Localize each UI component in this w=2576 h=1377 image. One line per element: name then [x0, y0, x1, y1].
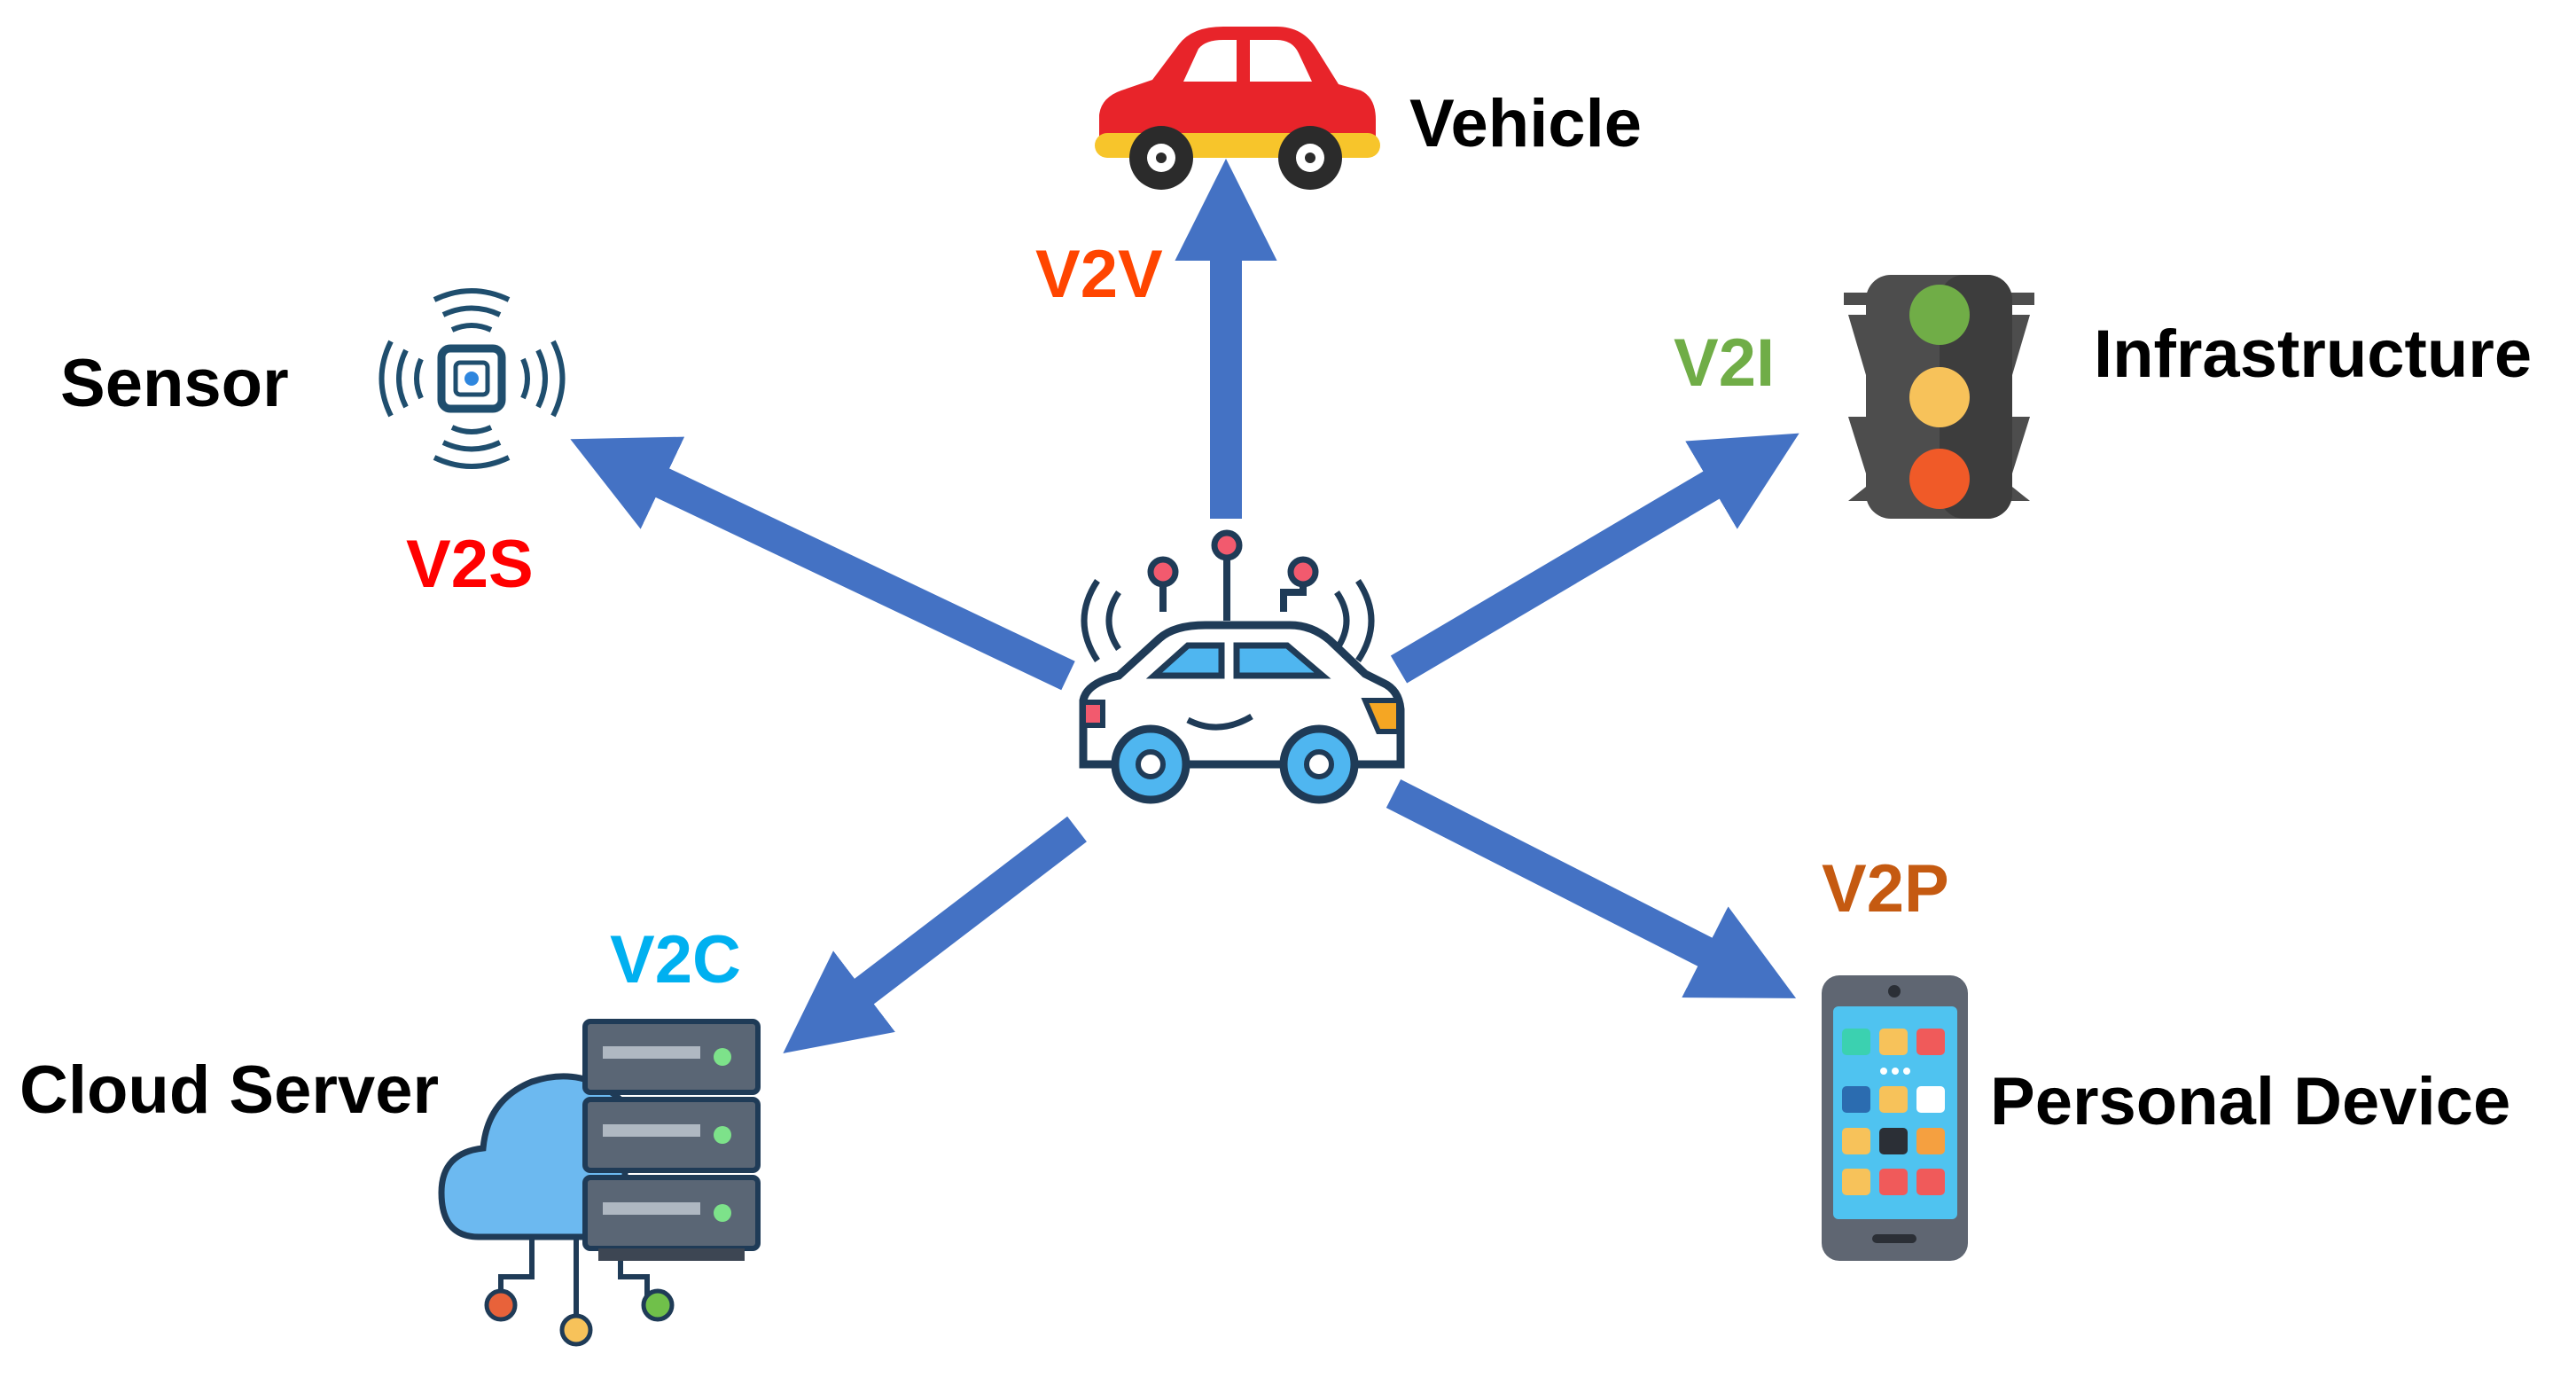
- arrow-v2s: [570, 436, 1075, 691]
- red-car-icon: [1095, 27, 1380, 190]
- label-v2i: V2I: [1674, 325, 1775, 401]
- label-v2c: V2C: [610, 922, 741, 998]
- smartphone-icon: [1822, 975, 1968, 1261]
- label-v2v: V2V: [1035, 237, 1163, 312]
- label-vehicle: Vehicle: [1409, 86, 1642, 161]
- label-cloud-server: Cloud Server: [20, 1052, 439, 1128]
- traffic-light-icon: [1844, 275, 2034, 519]
- cloud-server-icon: [438, 1019, 761, 1347]
- connected-car-icon: [1079, 529, 1405, 804]
- label-sensor: Sensor: [60, 346, 289, 421]
- wireless-sensor-icon: [379, 288, 566, 469]
- node-labels: Vehicle Infrastructure Sensor Cloud Serv…: [20, 86, 2532, 1139]
- label-personal-device: Personal Device: [1990, 1064, 2510, 1139]
- arrows: [570, 158, 1799, 1053]
- label-v2p: V2P: [1822, 851, 1949, 927]
- link-labels: V2V V2I V2S V2C V2P: [406, 237, 1949, 998]
- label-infrastructure: Infrastructure: [2094, 317, 2532, 392]
- arrow-v2c: [783, 816, 1087, 1053]
- arrow-v2i: [1390, 433, 1799, 684]
- label-v2s: V2S: [406, 527, 534, 602]
- arrow-v2p: [1386, 778, 1797, 998]
